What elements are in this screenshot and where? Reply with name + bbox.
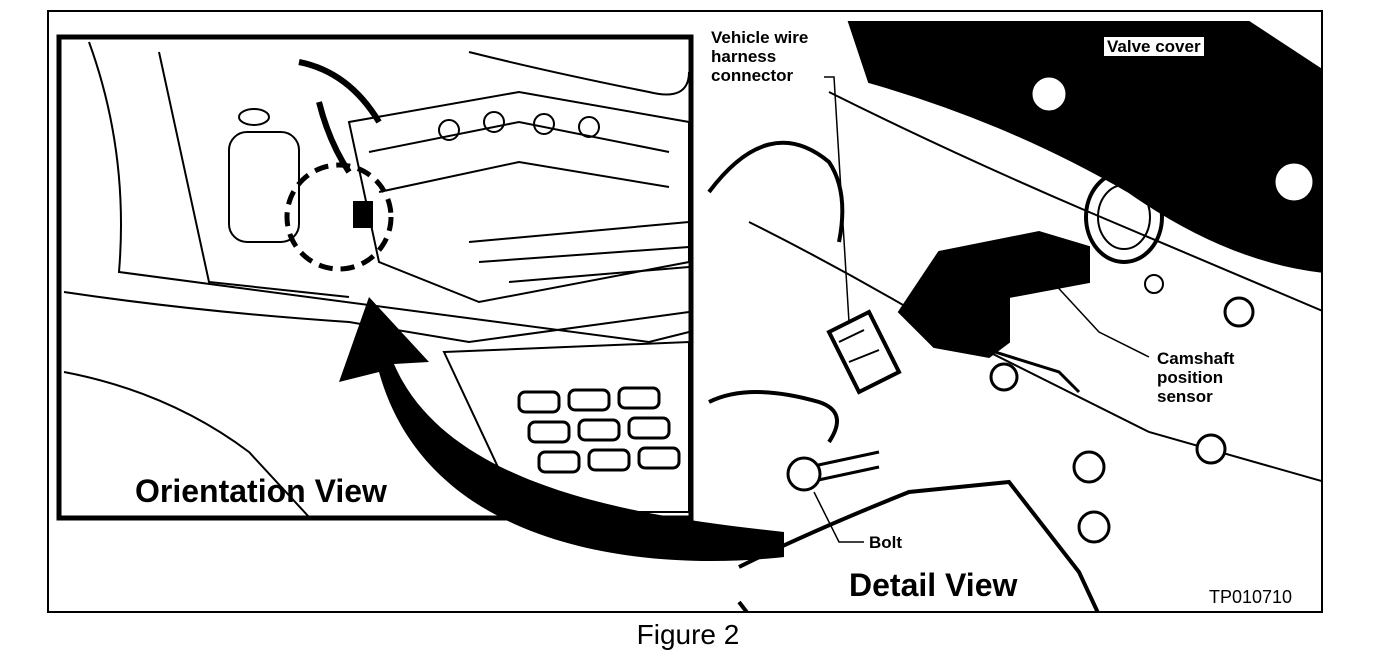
valve-cover-label: Valve cover	[1104, 37, 1204, 56]
curved-arrow-icon	[339, 297, 784, 562]
detail-view-title: Detail View	[849, 567, 1018, 603]
harness-label-line: connector	[711, 66, 794, 85]
cover-bolt	[1029, 74, 1316, 204]
figure-frame: Orientation View Detail View Vehicle wir…	[47, 10, 1323, 613]
sensor-label-line: Camshaft	[1157, 349, 1235, 368]
sensor-label-line: position	[1157, 368, 1224, 387]
detail-view-drawing	[707, 21, 1321, 611]
detail-bolt	[989, 296, 1255, 544]
front-arrow-icon	[1244, 42, 1299, 74]
sensor-label-line: sensor	[1157, 387, 1213, 406]
bolt-label: Bolt	[869, 533, 903, 552]
harness-label-line: Vehicle wire	[711, 28, 809, 47]
orientation-view-title: Orientation View	[135, 473, 387, 509]
orientation-view-drawing	[56, 34, 694, 521]
figure-code: TP010710	[1209, 587, 1293, 607]
harness-label-line: harness	[711, 47, 777, 66]
engine-illustration	[56, 21, 1321, 611]
harness-label: Vehicle wire harness connector	[711, 28, 808, 85]
sensor-label: Camshaft position sensor	[1157, 349, 1234, 406]
figure-caption: Figure 2	[636, 619, 740, 650]
front-label: Front	[1260, 73, 1304, 92]
